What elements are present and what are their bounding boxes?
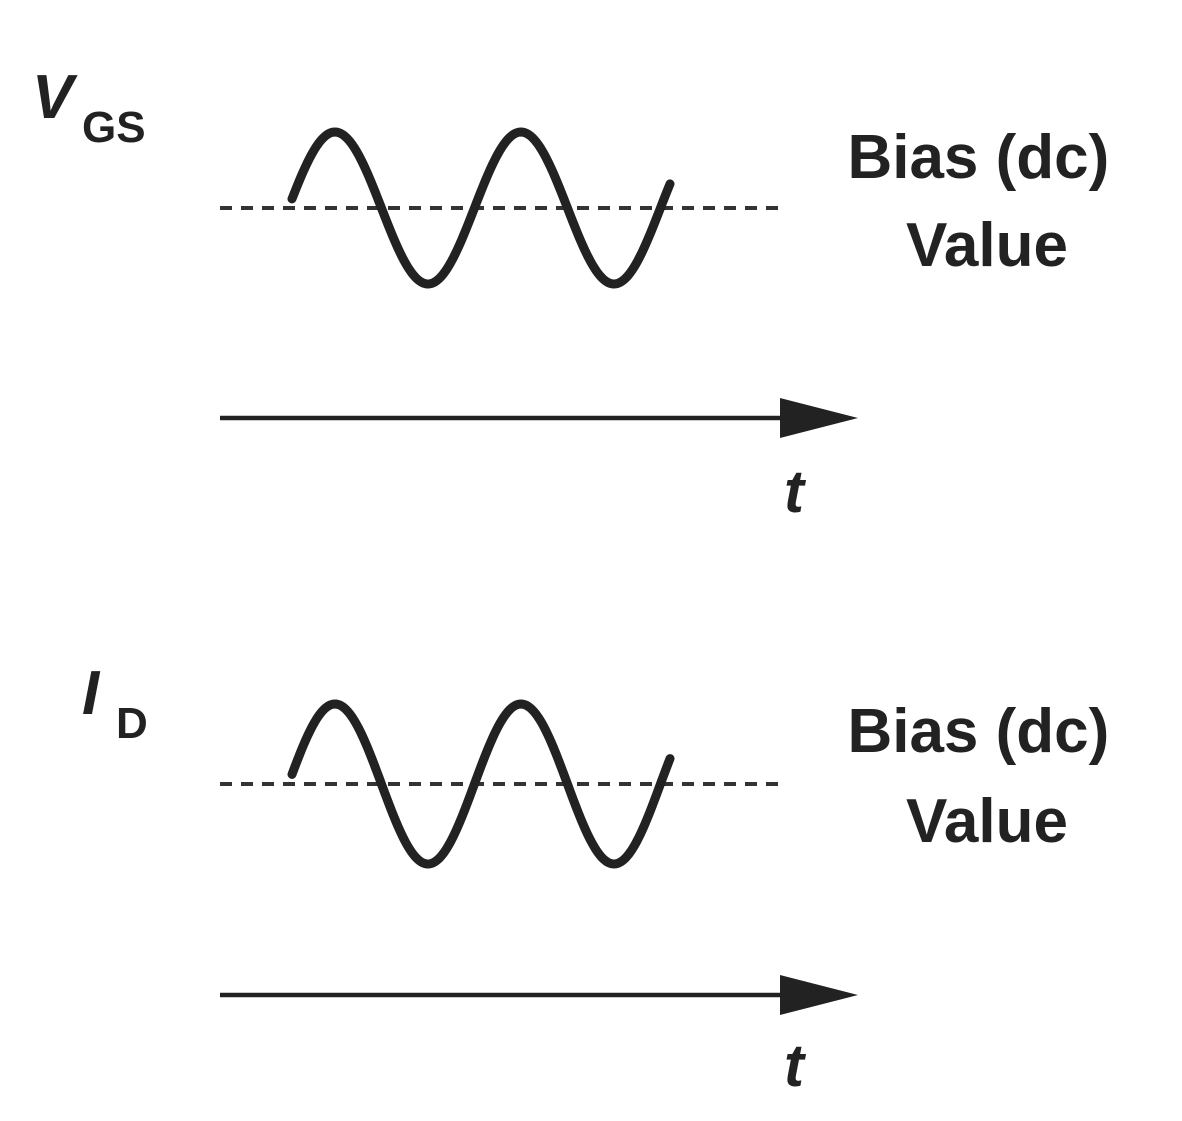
id-time-axis-label: t [784, 1032, 807, 1099]
vgs-signal-label: V GS [32, 63, 146, 152]
vgs-sine-waveform [287, 127, 675, 289]
vgs-bias-label-line1: Bias (dc) [847, 123, 1109, 192]
id-signal-label: I D [82, 659, 148, 748]
vgs-bias-label-line2: Value [906, 211, 1068, 280]
vgs-label-main: V [32, 63, 78, 132]
id-bias-label-line2: Value [906, 787, 1068, 856]
id-label-main: I [82, 659, 101, 728]
id-time-axis-arrowhead-icon [780, 975, 858, 1015]
id-sine-waveform [287, 699, 675, 869]
id-bias-label-line1: Bias (dc) [847, 697, 1109, 766]
id-bias-label: Bias (dc) Value [847, 697, 1126, 856]
vgs-label-subscript: GS [82, 103, 146, 152]
vgs-bias-label: Bias (dc) Value [847, 123, 1126, 280]
panel-vgs: V GS Bias (dc) Value t [32, 63, 1126, 525]
vgs-time-axis-label: t [784, 458, 807, 525]
panel-id: I D Bias (dc) Value t [82, 659, 1126, 1099]
vgs-time-axis-arrowhead-icon [780, 398, 858, 438]
id-label-subscript: D [116, 699, 148, 748]
